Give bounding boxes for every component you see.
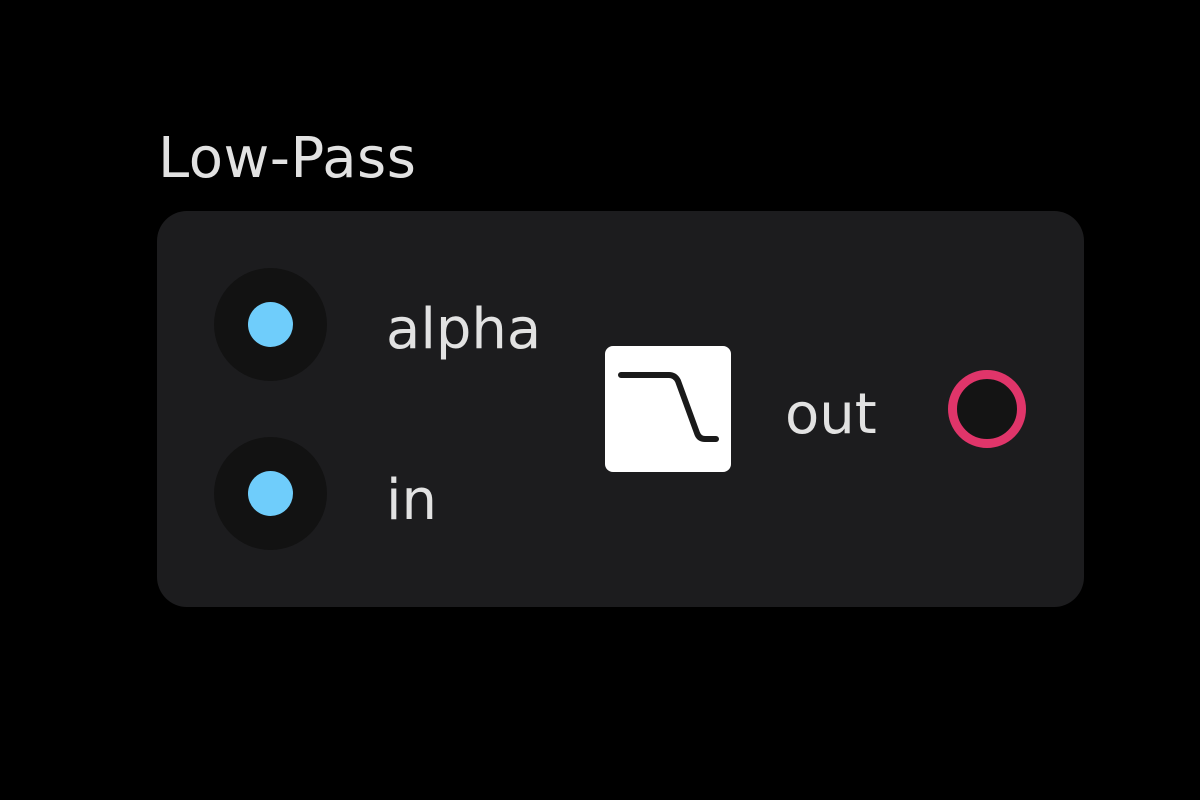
output-label-out: out [785, 382, 877, 447]
input-label-in: in [386, 468, 438, 533]
input-port-dot [248, 302, 293, 347]
low-pass-node[interactable]: alpha in out [157, 211, 1084, 607]
node-title: Low-Pass [158, 126, 417, 191]
input-port-alpha[interactable] [214, 268, 327, 381]
input-port-in[interactable] [214, 437, 327, 550]
low-pass-filter-icon [605, 346, 731, 472]
input-label-alpha: alpha [386, 297, 542, 362]
output-port-out[interactable] [948, 370, 1026, 448]
input-port-dot [248, 471, 293, 516]
